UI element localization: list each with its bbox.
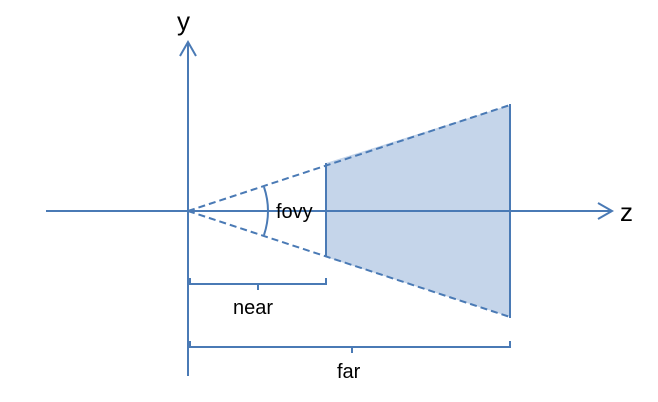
fovy-arc bbox=[263, 186, 269, 236]
far-label: far bbox=[337, 361, 361, 383]
far-bracket bbox=[189, 341, 511, 353]
near-bracket bbox=[189, 278, 327, 290]
frustum-edge-bottom bbox=[187, 210, 511, 318]
z-axis-arrowhead bbox=[597, 202, 615, 220]
z-axis-label: z bbox=[620, 197, 633, 227]
frustum-edge-top bbox=[187, 104, 511, 212]
fovy-label: fovy bbox=[276, 201, 313, 223]
near-label: near bbox=[233, 297, 273, 319]
y-axis-arrowhead bbox=[179, 39, 197, 57]
y-axis-label: y bbox=[177, 6, 190, 36]
